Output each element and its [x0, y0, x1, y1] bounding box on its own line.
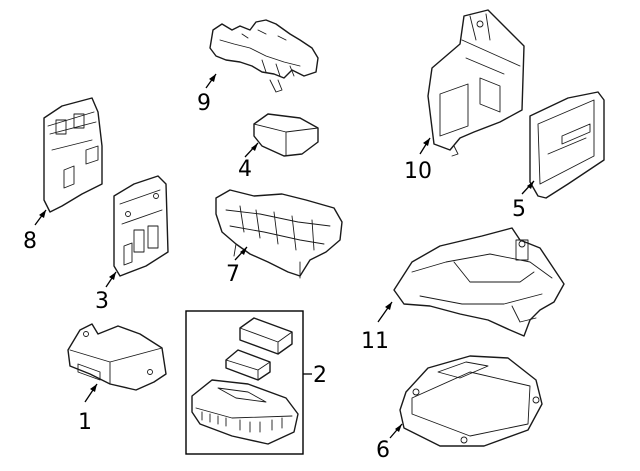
callout-6: 6: [376, 438, 390, 463]
part-7-relay-holder[interactable]: [215, 189, 343, 279]
callout-11: 11: [361, 329, 389, 354]
callout-7: 7: [226, 262, 240, 287]
part-2-middle-relay[interactable]: [225, 349, 271, 381]
callout-9: 9: [197, 91, 211, 116]
part-2-junction-block[interactable]: [191, 379, 299, 445]
callout-3: 3: [95, 289, 109, 314]
callout-4: 4: [238, 157, 252, 182]
callout-2: 2: [313, 363, 327, 388]
callout-10: 10: [404, 159, 432, 184]
callout-5: 5: [512, 197, 526, 222]
part-1-bracket-module[interactable]: [67, 323, 167, 391]
callout-8: 8: [23, 229, 37, 254]
part-10-housing-bracket[interactable]: [427, 9, 525, 157]
part-9-fuse-cover[interactable]: [209, 19, 319, 93]
part-6-ecu[interactable]: [399, 355, 543, 447]
part-8-mounting-bracket[interactable]: [43, 97, 103, 213]
part-2-upper-relay[interactable]: [239, 317, 293, 355]
part-4-small-module[interactable]: [253, 113, 319, 157]
callout-1: 1: [78, 410, 92, 435]
part-11-base-tray[interactable]: [393, 227, 565, 337]
leader-lines: [34, 73, 535, 439]
part-3-control-module[interactable]: [113, 175, 169, 277]
part-5-control-unit[interactable]: [529, 91, 605, 199]
part-2-assembly-box: [185, 310, 304, 455]
